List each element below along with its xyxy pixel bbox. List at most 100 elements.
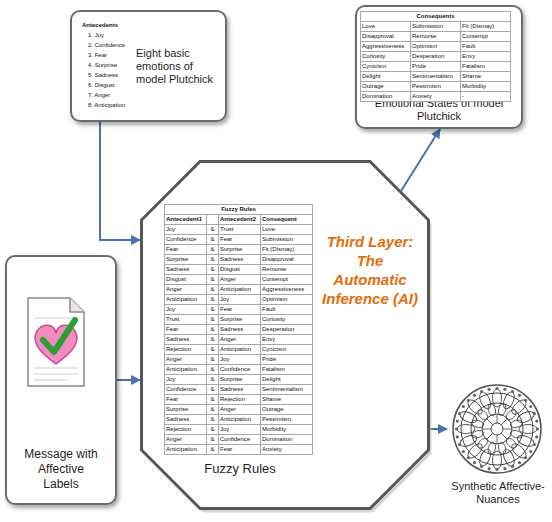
table-cell: & [207, 245, 219, 255]
mandala-dot [458, 412, 461, 415]
table-cell: & [207, 395, 219, 405]
mandala-ring [482, 414, 512, 444]
table-cell: Rejection [219, 395, 261, 405]
table-cell: Anticipation [219, 415, 261, 425]
table-cell: Fear [219, 445, 261, 455]
document-lines [34, 318, 78, 380]
table-cell: Anxiety [261, 445, 313, 455]
mandala-dot [456, 435, 459, 438]
table-cell: & [207, 385, 219, 395]
table-cell: Confidence [165, 235, 207, 245]
mandala-dot [524, 456, 527, 459]
mandala-dot [495, 468, 498, 471]
table-cell: Anticipation [165, 445, 207, 455]
table-cell: Desperation [411, 52, 461, 62]
table-cell: Submission [411, 22, 461, 32]
table-cell: Optimism [261, 295, 313, 305]
table-cell: Confidence [219, 365, 261, 375]
table-cell: Delight [361, 72, 411, 82]
table-heading: Antecedent2 [219, 215, 261, 225]
mandala-ring [471, 403, 523, 455]
table-cell: & [207, 225, 219, 235]
table-cell: & [207, 345, 219, 355]
list-item: 4. Surprise [78, 60, 132, 70]
table-cell: Surprise [219, 315, 261, 325]
table-cell: Surprise [165, 255, 207, 265]
table-cell: & [207, 285, 219, 295]
list-heading: Antecedents [78, 20, 132, 30]
table-cell: Anticipation [219, 285, 261, 295]
table-cell: Anger [219, 405, 261, 415]
flow-arrow [117, 379, 140, 381]
mandala-petal [457, 425, 475, 434]
list-item: 1. Joy [78, 30, 132, 40]
mandala-petal [516, 410, 536, 425]
mandala-dot [511, 465, 514, 468]
table-cell: Aggressiveness [361, 42, 411, 52]
table-cell: & [207, 235, 219, 245]
table-cell: Pessimism [261, 415, 313, 425]
table-cell: & [207, 295, 219, 305]
mandala-petal [487, 403, 497, 416]
mandala-dot [529, 450, 532, 453]
mandala-spoke [501, 433, 507, 439]
table-cell: Fit (Dismay) [261, 245, 313, 255]
node-label: Message with Affective Labels [21, 447, 101, 492]
table-cell: Surprise [165, 405, 207, 415]
mandala-petal [493, 389, 502, 407]
table-cell: & [207, 265, 219, 275]
mandala-spoke [486, 418, 492, 424]
mandala-dot [467, 399, 470, 402]
table-cell: Morbidity [461, 82, 511, 92]
table-cell: Morbidity [261, 425, 313, 435]
table-cell: Outrage [261, 405, 313, 415]
table-cell: Joy [165, 225, 207, 235]
mandala-dot [518, 394, 521, 397]
table-cell: Anger [219, 275, 261, 285]
table-cell: Cynicism [361, 62, 411, 72]
mandala-dot [455, 427, 458, 430]
table-cell: Fear [219, 305, 261, 315]
table-cell: Joy [219, 355, 261, 365]
message-icon [28, 298, 84, 386]
mandala-dot [487, 467, 490, 470]
list-item: 7. Anger [78, 90, 132, 100]
text-slot: Eight basic emotions of model Plutchick [136, 47, 222, 86]
table-cell: Sentimentalism [261, 385, 313, 395]
inference-octagon: Third Layer: The Automatic Inference (AI… [140, 160, 430, 510]
mandala-dot [535, 419, 538, 422]
fuzzy-rules-table: Fuzzy RulesAntecedent1Antecedent2Consequ… [164, 204, 313, 455]
flow-arrow [401, 129, 440, 191]
list-item: 6. Disgust [78, 80, 132, 90]
mandala-dot [467, 456, 470, 459]
list-item: 2. Confidence [78, 40, 132, 50]
table-cell: Fear [219, 235, 261, 245]
table-cell: & [207, 255, 219, 265]
table-cell: Confidence [165, 385, 207, 395]
table-cell: Sadness [165, 415, 207, 425]
table-cell: Rejection [165, 425, 207, 435]
mandala-dot [456, 419, 459, 422]
table-cell: Pride [411, 62, 461, 72]
table-cell: Disgust [219, 265, 261, 275]
mandala-rim [453, 385, 541, 473]
table-cell: Optimism [411, 42, 461, 52]
mandala-spoke [501, 418, 507, 424]
node-label: Third Layer: The Automatic Inference (AI… [320, 232, 420, 308]
nuances-node: Synthetic Affective-Nuances [447, 382, 549, 518]
table-cell: Delight [261, 375, 313, 385]
mandala-ring [461, 393, 533, 465]
table-cell: Fatalism [461, 62, 511, 72]
table-cell: Shame [461, 72, 511, 82]
mandala-petal [471, 429, 484, 439]
table-cell: & [207, 325, 219, 335]
table-cell: Love [361, 22, 411, 32]
mandala-spoke [503, 429, 512, 430]
table-cell: Sadness [219, 255, 261, 265]
table-cell: Fit (Dismay) [461, 22, 511, 32]
mandala-petal [493, 451, 502, 469]
mandala-dot [533, 443, 536, 446]
mandala-petal [478, 448, 493, 468]
table-cell: Fear [165, 245, 207, 255]
mandala-petal [509, 398, 528, 417]
